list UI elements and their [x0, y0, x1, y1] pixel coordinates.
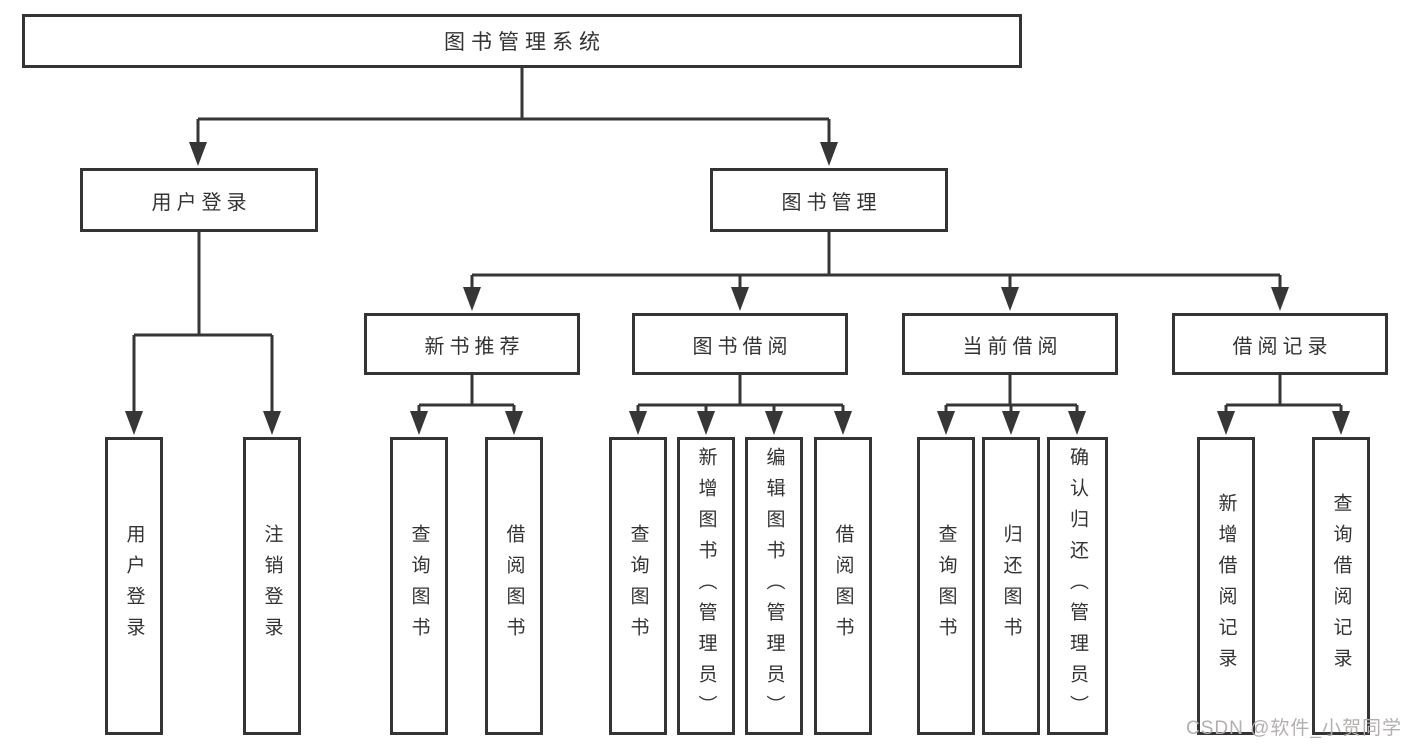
leaf-label: 借阅图书 — [832, 524, 854, 648]
arrow-down-icon — [629, 411, 647, 435]
leaf-label: 新增借阅记录 — [1215, 493, 1237, 679]
node-book-borrow: 图书借阅 — [632, 313, 848, 375]
leaf-borrow-edit-books-admin: 编辑图书（管理员） — [745, 437, 803, 735]
arrow-down-icon — [1271, 287, 1289, 311]
arrow-down-icon — [1002, 411, 1020, 435]
leaf-records-add-record: 新增借阅记录 — [1197, 437, 1255, 735]
arrow-down-icon — [697, 411, 715, 435]
arrow-down-icon — [410, 411, 428, 435]
leaf-label: 确认归还（管理员） — [1067, 446, 1088, 726]
leaf-label: 查询图书 — [408, 524, 430, 648]
leaf-borrow-add-books-admin: 新增图书（管理员） — [677, 437, 735, 735]
leaf-borrow-borrow-books: 借阅图书 — [814, 437, 872, 735]
leaf-current-return-books: 归还图书 — [982, 437, 1040, 735]
arrow-down-icon — [1217, 411, 1235, 435]
node-current-borrow: 当前借阅 — [902, 313, 1118, 375]
leaf-label: 新增图书（管理员） — [695, 446, 717, 726]
arrow-down-icon — [765, 411, 783, 435]
leaf-label: 用户登录 — [123, 524, 145, 648]
leaf-label: 编辑图书（管理员） — [763, 446, 785, 726]
arrow-down-icon — [505, 411, 523, 435]
arrow-down-icon — [820, 142, 838, 166]
leaf-label: 查询借阅记录 — [1330, 493, 1352, 679]
arrow-down-icon — [263, 411, 281, 435]
arrow-down-icon — [1332, 411, 1350, 435]
arrow-down-icon — [1068, 411, 1086, 435]
node-new-book-recommend: 新书推荐 — [364, 313, 580, 375]
arrow-down-icon — [463, 287, 481, 311]
leaf-borrow-query-books: 查询图书 — [609, 437, 667, 735]
arrow-down-icon — [1001, 287, 1019, 311]
leaf-user-login: 用户登录 — [105, 437, 163, 735]
arrow-down-icon — [834, 411, 852, 435]
leaf-logout: 注销登录 — [243, 437, 301, 735]
node-root-system: 图书管理系统 — [22, 14, 1022, 68]
arrow-down-icon — [937, 411, 955, 435]
leaf-label: 归还图书 — [1000, 524, 1022, 648]
leaf-current-confirm-return-admin: 确认归还（管理员） — [1047, 437, 1108, 735]
leaf-label: 查询图书 — [935, 524, 957, 648]
node-book-management: 图书管理 — [710, 168, 948, 232]
leaf-recommend-borrow-books: 借阅图书 — [485, 437, 543, 735]
arrow-down-icon — [125, 411, 143, 435]
csdn-watermark: CSDN @软件_小贺同学 — [1186, 718, 1402, 739]
leaf-label: 查询图书 — [627, 524, 649, 648]
arrow-down-icon — [731, 287, 749, 311]
leaf-current-query-books: 查询图书 — [917, 437, 975, 735]
leaf-records-query-record: 查询借阅记录 — [1312, 437, 1370, 735]
node-user-login: 用户登录 — [80, 168, 318, 232]
leaf-recommend-query-books: 查询图书 — [390, 437, 448, 735]
leaf-label: 注销登录 — [261, 524, 283, 648]
leaf-label: 借阅图书 — [503, 524, 525, 648]
node-borrow-records: 借阅记录 — [1172, 313, 1388, 375]
arrow-down-icon — [189, 142, 207, 166]
